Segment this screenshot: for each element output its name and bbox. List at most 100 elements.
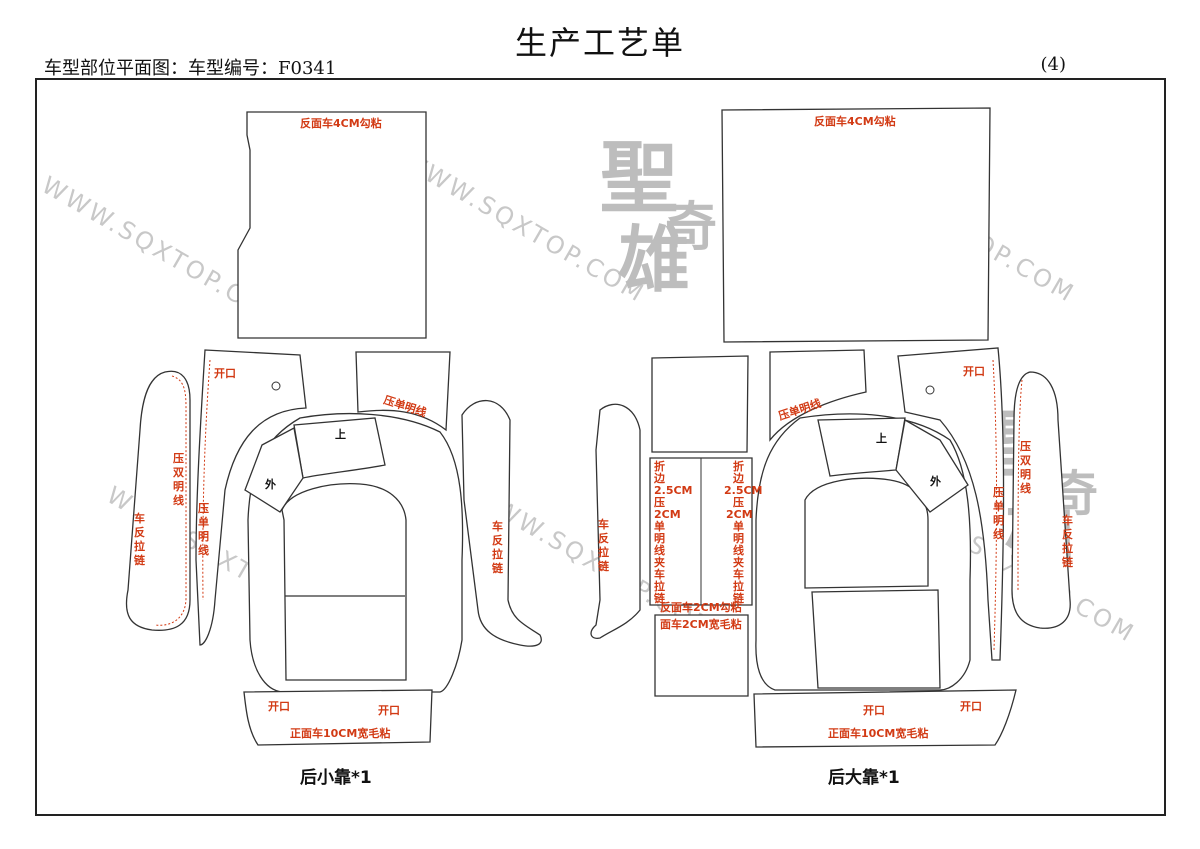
label-zip-left: 反	[134, 525, 145, 539]
label-zip-left: 链	[134, 553, 146, 567]
label-press-double: 线	[1020, 481, 1031, 495]
upper-small-panel	[355, 351, 451, 432]
side-strip-left	[125, 370, 191, 631]
label-zip-right: 拉	[492, 547, 503, 561]
label-fold-right: 线	[733, 543, 744, 557]
model-subtitle: 车型部位平面图：车型编号：F0341	[44, 58, 337, 79]
label-press-double: 压	[1020, 439, 1031, 453]
label-face-velcro: 面车2CM宽毛粘	[660, 617, 742, 631]
bottom-panel	[243, 689, 433, 746]
label-zip-left: 链	[598, 559, 610, 573]
label-fold-right: 折	[733, 459, 744, 473]
label-press-single-side: 线	[198, 543, 209, 557]
label-opening: 开口	[863, 704, 885, 717]
stitch-line	[154, 375, 187, 626]
label-reverse-velcro: 反面车2CM勾粘	[660, 600, 742, 614]
label-bottom-panel: 正面车10CM宽毛粘	[828, 726, 928, 740]
label-fold-right: 链	[733, 591, 745, 605]
label-fold-left: 边	[653, 471, 666, 485]
side-strip-left	[590, 403, 641, 639]
label-press-double: 明	[173, 480, 184, 493]
drawing-frame	[35, 78, 1166, 816]
label-fold-left: 单	[654, 519, 665, 533]
label-fold-left: 车	[654, 567, 665, 581]
stitch-line	[992, 359, 998, 651]
label-bottom-panel: 正面车10CM宽毛粘	[290, 726, 390, 740]
label-zip-left: 车	[134, 511, 145, 525]
label-fold-right: 压	[733, 495, 744, 509]
label-fold-left: 拉	[654, 579, 665, 593]
page-number: (4)	[1040, 54, 1067, 75]
top-panel	[721, 107, 991, 343]
label-fold-left: 线	[654, 543, 665, 557]
label-press-double: 双	[173, 466, 184, 479]
side-wing-left	[244, 427, 304, 513]
lower-block	[654, 614, 749, 697]
label-press-double: 明	[1020, 468, 1031, 481]
bottom-panel	[753, 689, 1017, 748]
flange-right	[897, 347, 1005, 661]
label-zip-left: 车	[598, 517, 609, 531]
back-panel	[281, 483, 407, 681]
label-press-single-side: 线	[993, 527, 1004, 541]
label-zip-right: 链	[1062, 555, 1074, 569]
left-caption: 后小靠*1	[300, 767, 372, 788]
side-wing-right	[895, 418, 969, 513]
label-fold-right: 明	[733, 532, 744, 545]
watermark-logo-char: 雄	[618, 217, 690, 302]
label-fold-left: 明	[654, 532, 665, 545]
label-zip-left: 拉	[134, 539, 145, 553]
label-opening: 开口	[378, 704, 400, 717]
label-zip-left: 拉	[598, 545, 609, 559]
headrest-top	[817, 417, 906, 477]
upper-small-panel	[769, 349, 867, 442]
label-top-panel: 反面车4CM勾粘	[300, 116, 382, 130]
label-press-single-side: 压	[198, 501, 209, 515]
label-fold-left: 压	[654, 495, 665, 509]
label-opening: 开口	[268, 700, 290, 713]
label-opening: 开口	[960, 700, 982, 713]
label-fold-left: 2CM	[654, 508, 681, 521]
page-title: 生产工艺单	[514, 24, 685, 62]
label-zip-right: 反	[492, 533, 503, 547]
stitch-line	[202, 359, 211, 601]
upper-block	[651, 355, 749, 453]
label-opening: 开口	[963, 365, 985, 378]
label-fold-left: 折	[654, 459, 665, 473]
label-fold-left: 夹	[654, 555, 665, 569]
label-zip-right: 车	[1062, 513, 1073, 527]
label-fold-right: 2CM	[726, 508, 753, 521]
label-zip-right: 链	[492, 561, 504, 575]
flange-left	[195, 349, 307, 646]
hole-marker	[925, 385, 935, 395]
label-fold-right: 车	[733, 567, 744, 581]
label-fold-right: 夹	[733, 555, 744, 569]
label-fold-right: 单	[733, 519, 744, 533]
label-opening: 开口	[214, 367, 236, 380]
label-up: 上	[876, 431, 887, 445]
label-zip-right: 拉	[1062, 541, 1073, 555]
right-caption: 后大靠*1	[828, 767, 900, 788]
label-zip-right: 车	[492, 519, 503, 533]
label-press-double: 双	[1020, 454, 1031, 467]
watermark-logo-char: 奇	[665, 197, 717, 258]
lower-panel	[811, 589, 941, 689]
label-fold-right: 2.5CM	[724, 484, 763, 497]
label-zip-right: 反	[1062, 527, 1073, 541]
left-pattern	[125, 111, 542, 746]
label-fold-right: 拉	[733, 579, 744, 593]
right-pattern	[590, 107, 1071, 748]
label-outside: 外	[264, 477, 276, 491]
label-press-single-side: 明	[993, 514, 1004, 527]
label-press-single-side: 压	[993, 485, 1004, 499]
side-strip-right	[461, 399, 542, 647]
stitch-line	[1017, 379, 1023, 591]
top-panel	[237, 111, 427, 339]
label-press-single-side: 单	[198, 515, 209, 529]
label-up: 上	[335, 427, 346, 441]
label-fold-left: 链	[654, 591, 666, 605]
label-outside: 外	[929, 474, 941, 488]
label-zip-left: 反	[598, 531, 609, 545]
hole-marker	[271, 381, 281, 391]
